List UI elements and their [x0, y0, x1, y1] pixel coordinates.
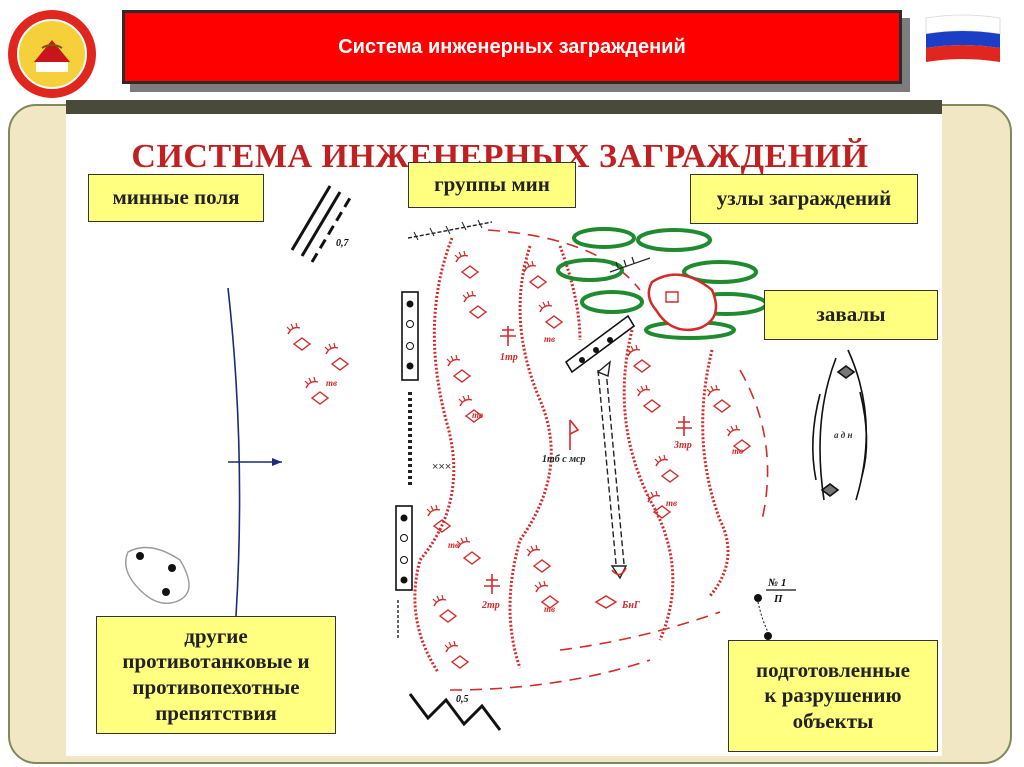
blockage-symbol [812, 349, 868, 501]
adn-label: а д н [834, 430, 852, 440]
movement-arrow [596, 360, 628, 580]
tr1-marker: 1тр [500, 326, 518, 363]
svg-text:1тр: 1тр [500, 352, 518, 363]
svg-text:№ 1: № 1 [767, 577, 786, 589]
diagonal-obstacle-bar [564, 314, 636, 374]
label-prepared-objects: подготовленные к разрушению объекты [728, 640, 938, 752]
svg-text:×××: ××× [432, 461, 451, 473]
svg-text:2тр: 2тр [481, 600, 500, 611]
label-mine-fields: минные поля [88, 174, 264, 222]
tv-label: тв [326, 378, 337, 388]
military-department-emblem-icon [8, 10, 96, 98]
demolition-object-marker: № 1 П [754, 577, 796, 640]
svg-text:3тр: 3тр [673, 440, 692, 451]
main-minefield [413, 229, 769, 691]
mine-field-symbol [290, 185, 352, 263]
left-mine-group: тв [286, 322, 349, 405]
svg-text:тв: тв [544, 604, 555, 614]
svg-text:тв: тв [472, 410, 483, 420]
tr3-marker: 3тр [673, 416, 692, 451]
russian-flag-icon [925, 14, 1001, 62]
svg-text:тв: тв [666, 498, 677, 508]
label-mine-groups: группы мин [408, 162, 576, 208]
density-top-label: 0,7 [336, 238, 350, 249]
bng-marker: БнГ [594, 567, 641, 611]
svg-text:БнГ: БнГ [621, 600, 641, 611]
wire-obstacle-zigzag [408, 693, 502, 731]
svg-text:тв: тв [544, 334, 555, 344]
defense-line-arc [227, 287, 241, 617]
svg-text:тв: тв [448, 540, 459, 550]
tb-msr-marker: 1тб с мср [542, 419, 586, 465]
svg-text:тв: тв [732, 446, 743, 456]
tr2-marker: 2тр [481, 574, 500, 611]
title-bar: Система инженерных заграждений [122, 10, 902, 84]
slide-title: Система инженерных заграждений [338, 35, 686, 58]
label-blockages: завалы [764, 290, 938, 340]
barbed-wire [407, 221, 493, 239]
obstacle-column: ××× [395, 291, 451, 640]
svg-text:П: П [773, 593, 783, 605]
svg-text:1тб с мср: 1тб с мср [542, 454, 586, 465]
strongpoint-blob [647, 273, 718, 332]
density-bottom-label: 0,5 [456, 694, 469, 705]
mine-cluster-blob [125, 546, 190, 604]
label-other-obstacles: другие противотанковые и противопехотные… [96, 616, 336, 734]
label-barrier-nodes: узлы заграждений [690, 174, 918, 224]
